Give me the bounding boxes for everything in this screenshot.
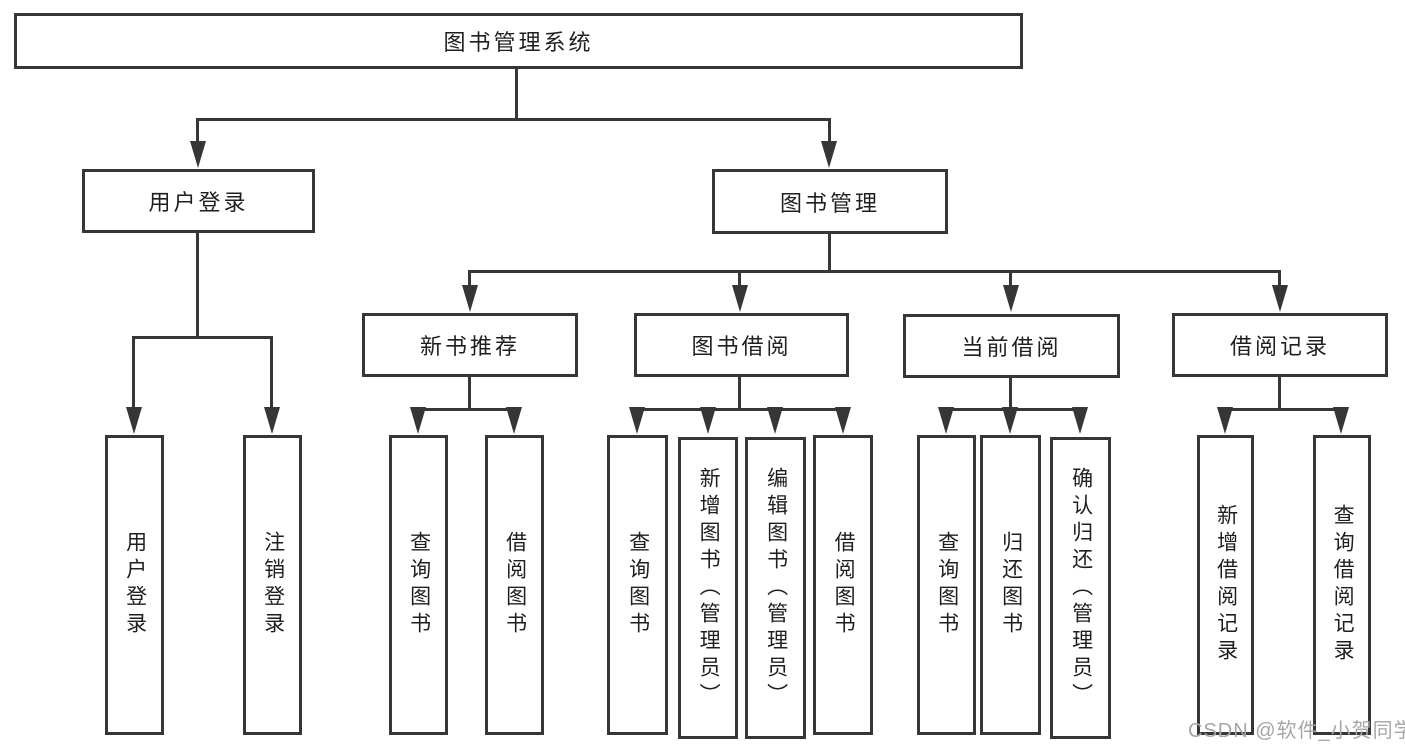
connector-line <box>828 233 831 272</box>
leaf-borrow-books-recommend: 借阅图书 <box>485 435 544 735</box>
connector-line <box>1009 378 1012 410</box>
connector-line <box>828 118 831 146</box>
leaf-query-books-current: 查询图书 <box>917 435 976 735</box>
connector-line <box>468 270 1281 273</box>
connector-line <box>196 118 831 121</box>
arrow-down-icon <box>1217 407 1233 434</box>
connector-line <box>738 377 741 410</box>
node-user-login: 用户登录 <box>82 169 315 233</box>
node-new-book-recommend: 新书推荐 <box>362 313 578 377</box>
leaf-return-books: 归还图书 <box>980 435 1041 735</box>
node-book-management: 图书管理 <box>712 169 948 234</box>
watermark-text: CSDN @软件_小贺同学 <box>1188 720 1405 742</box>
arrow-down-icon <box>1272 285 1288 312</box>
connector-line <box>635 408 845 411</box>
leaf-query-borrow-record: 查询借阅记录 <box>1313 435 1371 735</box>
leaf-query-books-borrow: 查询图书 <box>607 435 668 735</box>
node-library-management-system: 图书管理系统 <box>14 13 1023 69</box>
arrow-down-icon <box>190 141 206 168</box>
arrow-down-icon <box>264 407 280 434</box>
leaf-edit-book-admin: 编辑图书（管理员） <box>745 437 806 739</box>
arrow-down-icon <box>462 285 478 312</box>
arrow-down-icon <box>1072 407 1088 434</box>
connector-line <box>270 336 273 412</box>
leaf-add-book-admin: 新增图书（管理员） <box>678 437 738 739</box>
connector-line <box>196 118 199 146</box>
node-book-borrow: 图书借阅 <box>634 313 849 377</box>
arrow-down-icon <box>938 407 954 434</box>
arrow-down-icon <box>767 407 783 434</box>
arrow-down-icon <box>835 407 851 434</box>
connector-line <box>1009 270 1012 290</box>
connector-line <box>515 69 518 121</box>
arrow-down-icon <box>1002 407 1018 434</box>
node-current-borrow: 当前借阅 <box>903 314 1120 378</box>
connector-line <box>416 408 516 411</box>
arrow-down-icon <box>732 285 748 312</box>
arrow-down-icon <box>629 407 645 434</box>
arrow-down-icon <box>700 407 716 434</box>
node-borrow-records: 借阅记录 <box>1172 313 1388 377</box>
leaf-add-borrow-record: 新增借阅记录 <box>1197 435 1254 735</box>
leaf-confirm-return-admin: 确认归还（管理员） <box>1050 437 1111 739</box>
connector-line <box>468 377 471 410</box>
leaf-query-books-recommend: 查询图书 <box>389 435 448 735</box>
leaf-borrow-books: 借阅图书 <box>813 435 873 735</box>
arrow-down-icon <box>506 407 522 434</box>
connector-line <box>468 270 471 290</box>
connector-line <box>1278 270 1281 290</box>
connector-line <box>132 336 273 339</box>
connector-line <box>1223 408 1344 411</box>
connector-line <box>1278 377 1281 410</box>
leaf-logout-login: 注销登录 <box>243 435 302 735</box>
arrow-down-icon <box>821 141 837 168</box>
arrow-down-icon <box>126 407 142 434</box>
arrow-down-icon <box>410 407 426 434</box>
connector-line <box>132 336 135 412</box>
arrow-down-icon <box>1333 407 1349 434</box>
connector-line <box>738 270 741 290</box>
arrow-down-icon <box>1003 285 1019 312</box>
leaf-user-login: 用户登录 <box>105 435 164 735</box>
connector-line <box>196 233 199 338</box>
